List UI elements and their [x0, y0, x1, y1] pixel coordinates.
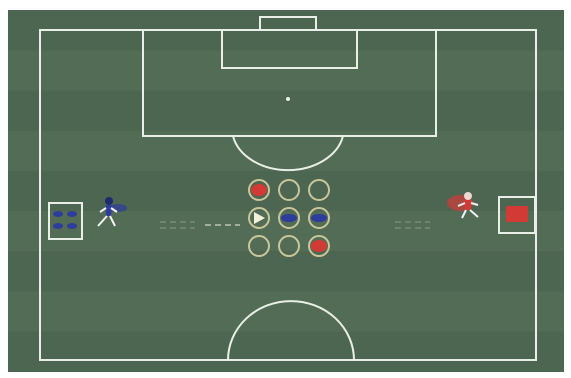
blue-target-marker	[281, 214, 297, 222]
blue-player-shirt	[106, 205, 112, 216]
blue-marker	[53, 211, 63, 217]
blue-target-marker	[311, 214, 327, 222]
pitch-stripe	[8, 50, 564, 90]
right-goal-markers	[506, 206, 528, 222]
red-player-shirt	[464, 200, 472, 210]
blue-marker	[67, 223, 77, 229]
blue-marker	[53, 223, 63, 229]
red-target-marker	[311, 240, 327, 252]
pitch-stripe	[8, 291, 564, 331]
blue-marker	[67, 211, 77, 217]
player-running-icon	[105, 197, 113, 205]
red-marker-block	[506, 206, 528, 222]
penalty-spot	[286, 97, 290, 101]
red-target-marker	[251, 184, 267, 196]
player-running-icon	[464, 192, 472, 200]
